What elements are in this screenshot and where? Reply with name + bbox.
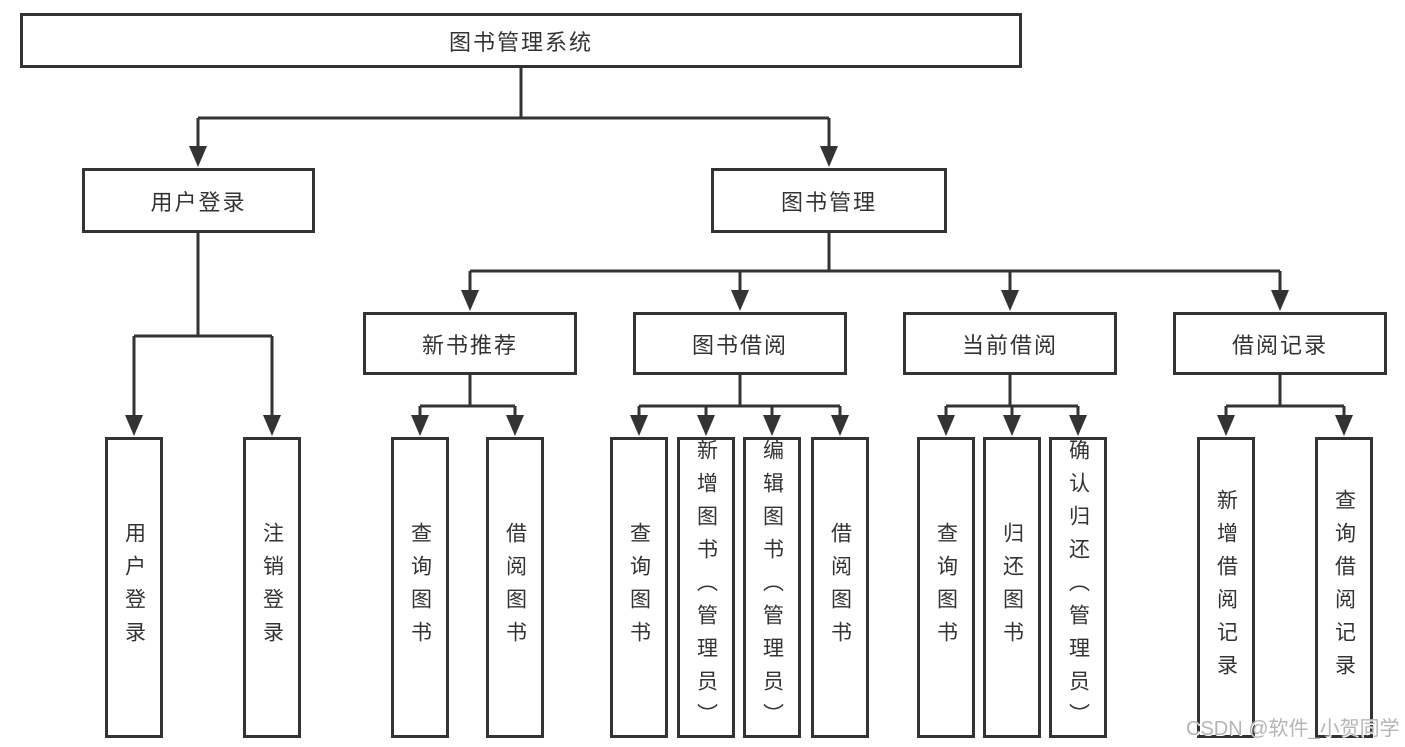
leaf-label: 借阅图书 xyxy=(828,521,852,654)
node-label: 图书借阅 xyxy=(691,332,788,358)
leaf-label: 确认归还（管理员） xyxy=(1066,439,1090,736)
leaf-return-books: 归还图书 xyxy=(983,437,1041,738)
leaf-label: 查询图书 xyxy=(627,521,651,654)
node-borrowing-records: 借阅记录 xyxy=(1173,312,1387,375)
leaf-label: 新增图书（管理员） xyxy=(694,439,718,736)
leaf-label: 新增借阅记录 xyxy=(1214,488,1238,687)
node-label: 当前借阅 xyxy=(961,332,1058,358)
leaf-borrow-books-recommend: 借阅图书 xyxy=(486,437,544,738)
leaf-query-books-recommend: 查询图书 xyxy=(391,437,449,738)
node-new-book-recommend: 新书推荐 xyxy=(363,312,577,375)
leaf-logout: 注销登录 xyxy=(243,437,301,738)
leaf-label: 归还图书 xyxy=(1000,521,1024,654)
leaf-query-books-current: 查询图书 xyxy=(917,437,975,738)
leaf-add-books-admin: 新增图书（管理员） xyxy=(677,437,735,738)
leaf-label: 用户登录 xyxy=(122,521,146,654)
leaf-label: 借阅图书 xyxy=(503,521,527,654)
leaf-confirm-return-admin: 确认归还（管理员） xyxy=(1049,437,1107,738)
leaf-borrow-books: 借阅图书 xyxy=(811,437,869,738)
node-label: 新书推荐 xyxy=(421,332,518,358)
node-label: 图书管理 xyxy=(780,189,877,215)
node-current-borrowing: 当前借阅 xyxy=(903,312,1117,375)
leaf-label: 注销登录 xyxy=(260,521,284,654)
leaf-label: 查询图书 xyxy=(408,521,432,654)
leaf-query-books-borrow: 查询图书 xyxy=(610,437,668,738)
node-user-login: 用户登录 xyxy=(82,168,315,233)
node-book-borrowing: 图书借阅 xyxy=(633,312,847,375)
leaf-add-borrow-record: 新增借阅记录 xyxy=(1197,437,1255,738)
leaf-label: 查询图书 xyxy=(934,521,958,654)
node-library-management-system: 图书管理系统 xyxy=(20,13,1022,68)
leaf-query-borrow-record: 查询借阅记录 xyxy=(1315,437,1373,738)
leaf-edit-books-admin: 编辑图书（管理员） xyxy=(743,437,801,738)
node-label: 图书管理系统 xyxy=(448,29,593,55)
leaf-user-login: 用户登录 xyxy=(105,437,163,738)
csdn-watermark: CSDN @软件_小贺同学 xyxy=(1186,718,1400,740)
leaf-label: 编辑图书（管理员） xyxy=(760,439,784,736)
leaf-label: 查询借阅记录 xyxy=(1332,488,1356,687)
node-label: 借阅记录 xyxy=(1231,332,1328,358)
node-label: 用户登录 xyxy=(150,189,247,215)
node-book-management: 图书管理 xyxy=(711,168,947,233)
